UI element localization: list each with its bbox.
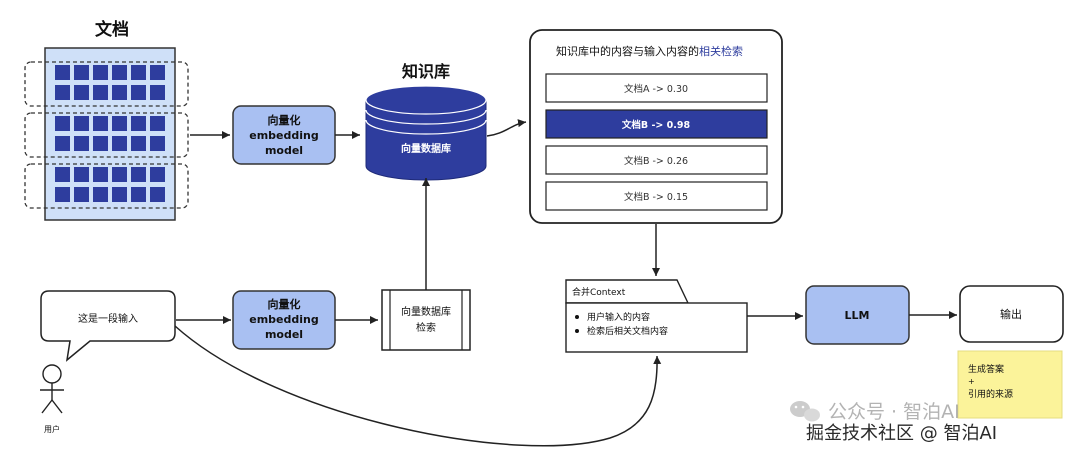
document-cell bbox=[93, 85, 108, 100]
embed-bottom-line2: embedding bbox=[249, 313, 318, 326]
result-item bbox=[545, 181, 768, 211]
watermark-line1: 公众号 · 智泊AI bbox=[828, 401, 960, 423]
document-cell bbox=[112, 167, 127, 182]
user-input-text: 这是一段输入 bbox=[78, 312, 138, 325]
result-item bbox=[545, 145, 768, 175]
document-cell bbox=[150, 167, 165, 182]
result-item-text: 文档B -> 0.26 bbox=[624, 155, 688, 167]
wechat-logo-icon bbox=[790, 401, 820, 422]
documents-stack bbox=[24, 47, 189, 221]
document-chunk-2 bbox=[24, 112, 189, 158]
document-cell bbox=[150, 65, 165, 80]
knowledge-base-title: 知识库 bbox=[402, 62, 450, 81]
document-cell bbox=[131, 167, 146, 182]
embed-bottom-line1: 向量化 bbox=[268, 297, 301, 311]
document-cell bbox=[131, 187, 146, 202]
output-label: 输出 bbox=[1000, 307, 1022, 321]
note-line1: 生成答案 bbox=[968, 363, 1004, 375]
document-cell bbox=[55, 116, 70, 131]
document-cell bbox=[74, 85, 89, 100]
bullet-dot bbox=[575, 329, 579, 333]
document-cell bbox=[74, 116, 89, 131]
document-cell bbox=[150, 187, 165, 202]
arrow-input-to-merge bbox=[174, 325, 662, 447]
document-cell bbox=[150, 136, 165, 151]
document-cell bbox=[93, 167, 108, 182]
watermark-line2: 掘金技术社区 @ 智泊AI bbox=[806, 423, 997, 444]
document-cell bbox=[74, 65, 89, 80]
vector-database-cylinder bbox=[365, 85, 487, 181]
embed-top-line2: embedding bbox=[249, 129, 318, 142]
document-cell bbox=[55, 65, 70, 80]
result-item-text: 文档A -> 0.30 bbox=[624, 83, 688, 95]
user-label: 用户 bbox=[44, 424, 60, 434]
document-cell bbox=[55, 85, 70, 100]
document-cell bbox=[74, 167, 89, 182]
document-cell bbox=[55, 167, 70, 182]
note-line2: + bbox=[968, 377, 975, 386]
document-chunk-1 bbox=[24, 61, 189, 107]
merge-context-label: 合并Context bbox=[572, 286, 626, 298]
documents-title: 文档 bbox=[95, 19, 129, 40]
vector-search-line2: 检索 bbox=[416, 321, 436, 334]
vector-search-box bbox=[381, 289, 471, 351]
document-cell bbox=[93, 65, 108, 80]
embed-top-line3: model bbox=[265, 144, 303, 157]
document-cell bbox=[93, 136, 108, 151]
document-chunk-3 bbox=[24, 163, 189, 209]
document-cell bbox=[150, 85, 165, 100]
note-line3: 引用的来源 bbox=[968, 388, 1013, 400]
embed-top-line1: 向量化 bbox=[268, 113, 301, 127]
document-cell bbox=[131, 65, 146, 80]
document-cell bbox=[112, 85, 127, 100]
vector-search-line1: 向量数据库 bbox=[401, 305, 451, 318]
output-box bbox=[959, 285, 1064, 343]
document-cells bbox=[55, 65, 165, 202]
result-item bbox=[545, 109, 768, 139]
document-cell bbox=[112, 65, 127, 80]
result-item-text: 文档B -> 0.98 bbox=[621, 119, 691, 131]
document-cell bbox=[150, 116, 165, 131]
document-cell bbox=[93, 187, 108, 202]
llm-label: LLM bbox=[845, 309, 870, 322]
document-cell bbox=[74, 187, 89, 202]
document-cell bbox=[74, 136, 89, 151]
user-icon bbox=[40, 364, 64, 414]
document-cell bbox=[112, 187, 127, 202]
arrow-kb-to-results bbox=[486, 119, 527, 137]
document-cell bbox=[112, 116, 127, 131]
document-cell bbox=[93, 116, 108, 131]
document-cell bbox=[131, 136, 146, 151]
merge-bullet-text: 检索后相关文档内容 bbox=[587, 325, 668, 337]
user-input-bubble bbox=[40, 290, 176, 362]
document-cell bbox=[55, 187, 70, 202]
document-cell bbox=[131, 116, 146, 131]
embed-bottom-line3: model bbox=[265, 328, 303, 341]
results-list: 文档A -> 0.30 文档B -> 0.98 文档B -> 0.26 文档B -> … bbox=[545, 73, 768, 211]
answer-note bbox=[957, 350, 1063, 419]
document-cell bbox=[131, 85, 146, 100]
result-item bbox=[545, 73, 768, 103]
vector-db-label: 向量数据库 bbox=[401, 142, 451, 155]
document-cell bbox=[55, 136, 70, 151]
document-cell bbox=[112, 136, 127, 151]
bullet-dot bbox=[575, 315, 579, 319]
results-panel-title: 知识库中的内容与输入内容的相关检索 bbox=[556, 44, 743, 58]
merge-bullet-text: 用户输入的内容 bbox=[587, 311, 650, 323]
result-item-text: 文档B -> 0.15 bbox=[624, 191, 688, 203]
merge-context-box bbox=[565, 302, 748, 353]
